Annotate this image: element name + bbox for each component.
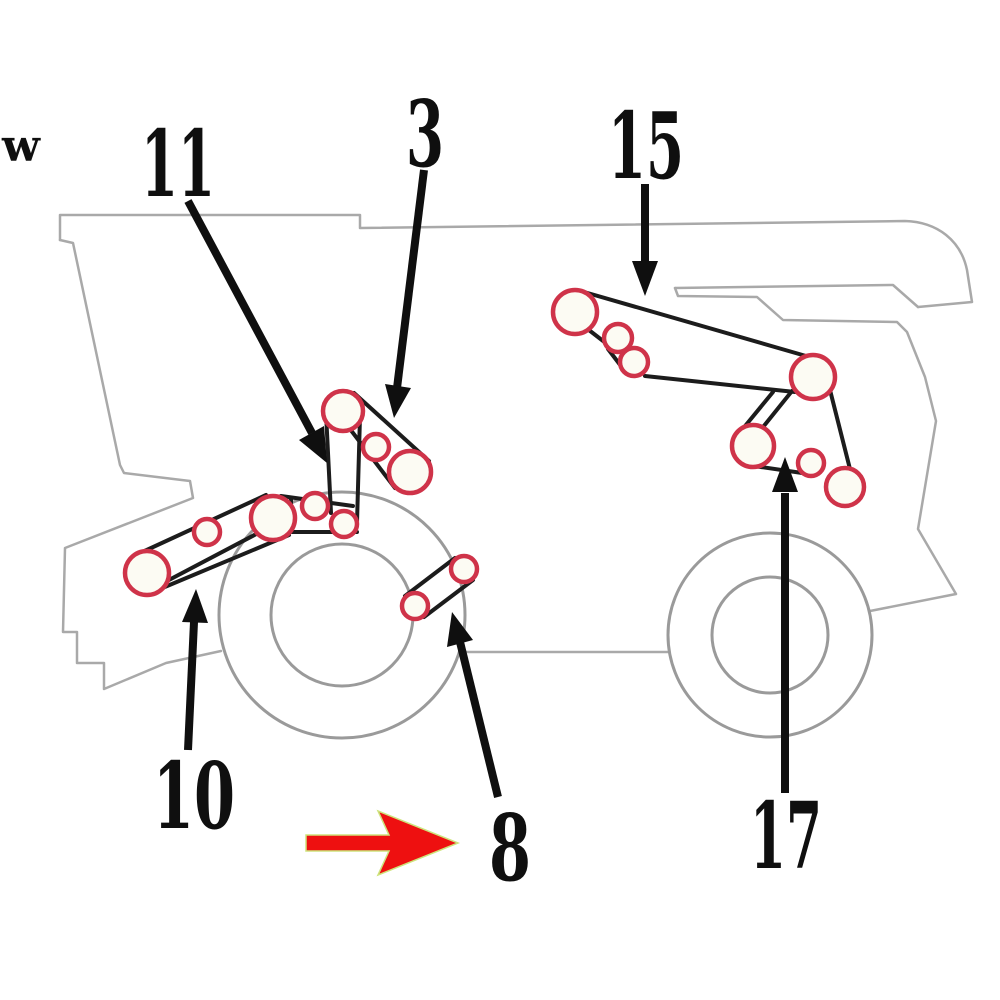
- belt-idler-pair-upper: [403, 556, 457, 598]
- callout-arrows: [182, 169, 798, 798]
- callout-11-arrowhead-icon: [299, 426, 327, 463]
- belt-rear-left-drop-1: [757, 389, 794, 434]
- belt-rear-bottom-tangent: [643, 374, 797, 394]
- callout-10-arrowhead-icon: [182, 589, 208, 623]
- pulley: [191, 516, 223, 548]
- callout-label-15: 15: [608, 92, 684, 200]
- belt-idler-pair-lower: [422, 578, 475, 619]
- pulley: [550, 287, 600, 337]
- pulley: [328, 508, 360, 540]
- callout-11-arrow-shaft: [184, 199, 316, 435]
- callout-10-arrow-shaft: [184, 621, 198, 751]
- callout-labels: 11 3 15 10 8 17: [141, 80, 822, 902]
- callout-label-17: 17: [750, 782, 822, 890]
- pulley: [795, 447, 827, 479]
- pulley: [617, 345, 651, 379]
- pulley: [448, 553, 480, 585]
- pulley: [601, 321, 635, 355]
- belt-front-bottom-return: [158, 533, 291, 591]
- belt-vertical-left: [324, 411, 333, 515]
- callout-8-arrow-shaft: [456, 641, 502, 798]
- pulley: [248, 493, 298, 543]
- cab-and-tank-top-outline: [58, 213, 974, 309]
- pulley: [299, 490, 331, 522]
- cab-front-and-feeder-outline: [58, 238, 223, 691]
- rear-wheel-inner: [710, 575, 830, 695]
- machine-outline: [58, 213, 974, 691]
- callout-label-10: 10: [153, 742, 235, 850]
- belt-diagonal-outer: [352, 391, 431, 463]
- belt-rear-top-tangent: [582, 290, 808, 358]
- red-pointer-arrow-icon: [305, 809, 461, 877]
- callout-label-3: 3: [406, 80, 444, 188]
- pulley: [360, 431, 392, 463]
- wheels: [217, 490, 874, 740]
- pulley: [823, 465, 867, 509]
- belt-vertical-right: [355, 414, 362, 525]
- pulley: [788, 352, 838, 402]
- pulleys: [122, 287, 867, 622]
- callout-15-arrowhead-icon: [632, 261, 658, 296]
- belt-front-lower-tangent: [165, 529, 264, 583]
- pulley: [386, 448, 434, 496]
- belt-rear-right-drop: [828, 388, 854, 479]
- callout-8-arrowhead-icon: [447, 612, 473, 647]
- callout-3-arrowhead-icon: [385, 384, 411, 418]
- callout-label-11: 11: [141, 110, 215, 218]
- pulley: [729, 422, 777, 470]
- callout-3-arrow-shaft: [393, 169, 428, 389]
- auger-tube-bottom-and-rear-outline: [673, 286, 958, 613]
- front-wheel-outer: [217, 490, 467, 740]
- callout-label-8: 8: [489, 794, 531, 902]
- auger-tube-top-outline: [673, 283, 920, 309]
- watermark-letter: w: [1, 121, 41, 172]
- callout-17-arrowhead-icon: [772, 457, 798, 492]
- pulley: [122, 548, 172, 598]
- front-wheel-inner: [269, 542, 415, 688]
- pulley: [320, 388, 366, 434]
- rear-wheel-outer: [666, 531, 874, 739]
- pulley: [399, 590, 431, 622]
